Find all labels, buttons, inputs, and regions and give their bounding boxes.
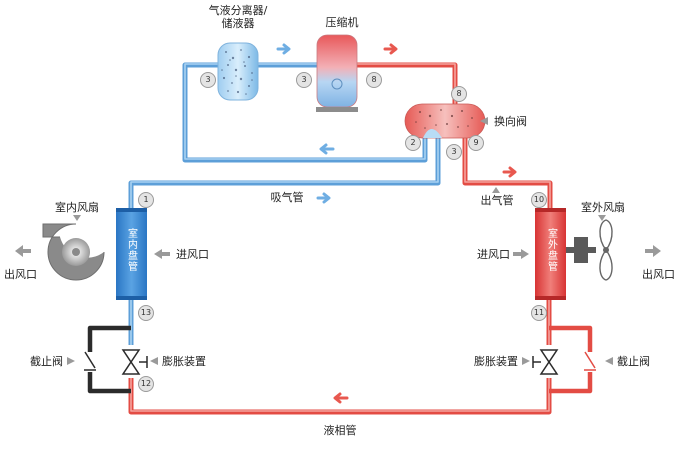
outdoor-check-valve-icon (584, 351, 596, 372)
air-inlet-left-label: 进风口 (176, 248, 209, 261)
marker-valve-top: 8 (451, 86, 467, 102)
indoor-bypass-pipe (87, 325, 131, 394)
shutoff-left-label: 截止阀 (30, 355, 63, 368)
arrow-red-left-liquid-icon (333, 392, 349, 404)
air-inlet-left-arrow-icon (154, 249, 170, 259)
marker-valve-2: 2 (405, 135, 421, 151)
compressor-label: 压缩机 (325, 16, 359, 29)
air-outlet-right-label: 出风口 (642, 268, 675, 281)
marker-valve-9: 9 (468, 135, 484, 151)
arrow-blue-right-suction-icon (316, 192, 331, 204)
marker-compressor-out: 8 (366, 72, 382, 88)
marker-indoor-top: 1 (138, 192, 154, 208)
suction-pipe-label: 吸气管 (270, 191, 304, 204)
discharge-pipe-label: 出气管 (480, 194, 514, 207)
marker-outdoor-bottom: 11 (531, 305, 547, 321)
indoor-fan-icon (42, 223, 105, 281)
arrow-red-right-discharge-icon (502, 166, 517, 178)
liquid-pipe-label: 液相管 (323, 424, 357, 437)
reversing-valve-label: 换向阀 (494, 115, 527, 128)
air-outlet-left-arrow-icon (15, 245, 31, 257)
indoor-fan-pointer-icon (73, 215, 81, 221)
expansion-left-label: 膨胀装置 (162, 355, 206, 368)
valve-pointer-icon (480, 117, 488, 125)
outdoor-expansion-valve-icon (532, 349, 559, 375)
marker-indoor-liquid: 12 (138, 376, 154, 392)
outdoor-fan-label: 室外风扇 (581, 201, 625, 214)
outdoor-coil-label: 室外盘管 (545, 228, 557, 272)
marker-indoor-bottom: 13 (138, 305, 154, 321)
air-outlet-right-arrow-icon (645, 245, 661, 257)
compressor (316, 34, 358, 112)
expansion-right-pointer-icon (522, 357, 530, 365)
expansion-left-pointer-icon (150, 357, 158, 365)
flow-arrow-icons (276, 43, 517, 404)
air-arrow-icons (15, 117, 661, 365)
arrow-blue-left-mid-icon (319, 143, 335, 155)
cold-pipes (128, 62, 441, 345)
expansion-right-label: 膨胀装置 (474, 355, 518, 368)
outdoor-fan-icon (566, 219, 613, 281)
indoor-coil-label: 室内盘管 (125, 228, 137, 272)
shutoff-left-pointer-icon (67, 357, 75, 365)
reversing-valve (404, 103, 486, 139)
indoor-coil (116, 208, 147, 300)
arrow-blue-right-top-icon (276, 43, 291, 55)
marker-valve-3: 3 (446, 144, 462, 160)
outdoor-bypass-pipe (549, 325, 593, 394)
shutoff-right-pointer-icon (605, 357, 613, 365)
indoor-expansion-valve-icon (121, 349, 148, 375)
air-inlet-right-arrow-icon (513, 249, 529, 259)
air-inlet-right-label: 进风口 (477, 248, 510, 261)
outdoor-coil (535, 208, 566, 300)
air-outlet-left-label: 出风口 (4, 268, 37, 281)
marker-compressor-in: 3 (296, 72, 312, 88)
arrow-red-right-top-icon (383, 43, 398, 55)
marker-outdoor-top: 10 (531, 192, 547, 208)
marker-separator: 3 (200, 72, 216, 88)
discharge-pointer-icon (492, 187, 500, 193)
separator-label: 气液分离器/ 储液器 (208, 4, 268, 30)
indoor-check-valve-icon (84, 351, 96, 372)
gas-liquid-separator (217, 42, 259, 101)
indoor-fan-label: 室内风扇 (55, 201, 99, 214)
outdoor-fan-pointer-icon (598, 215, 606, 221)
shutoff-right-label: 截止阀 (617, 355, 650, 368)
